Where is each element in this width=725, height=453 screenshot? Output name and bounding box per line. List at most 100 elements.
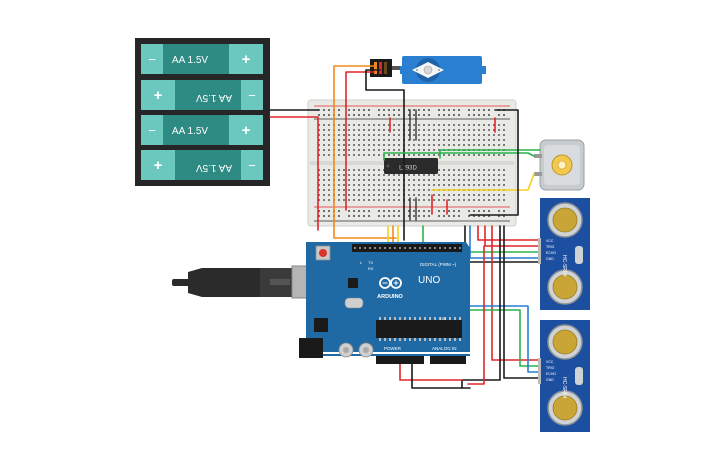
hole — [468, 210, 470, 212]
hole — [318, 184, 320, 186]
hole — [488, 114, 490, 116]
hole — [453, 194, 455, 196]
wire-servo-ground — [365, 69, 405, 241]
hole — [488, 215, 490, 217]
hole — [323, 134, 325, 136]
digital-header-pins — [354, 247, 461, 249]
hole — [363, 194, 365, 196]
hole — [348, 149, 350, 151]
hole — [439, 247, 441, 249]
battery-cell-3: − AA 1.5V + — [141, 115, 263, 145]
hole — [393, 154, 395, 156]
hole — [458, 199, 460, 201]
hole — [488, 179, 490, 181]
hole — [373, 174, 375, 176]
hole — [408, 134, 410, 136]
hole — [343, 149, 345, 151]
hole — [353, 134, 355, 136]
hole — [328, 129, 330, 131]
hole — [388, 109, 390, 111]
hole — [463, 139, 465, 141]
hole — [398, 194, 400, 196]
hole — [393, 139, 395, 141]
hole — [368, 174, 370, 176]
hole — [383, 179, 385, 181]
hole — [388, 199, 390, 201]
hole — [363, 109, 365, 111]
hole — [443, 114, 445, 116]
hole — [413, 134, 415, 136]
hole — [393, 199, 395, 201]
hole — [378, 184, 380, 186]
hole — [434, 317, 436, 320]
hole — [443, 194, 445, 196]
hole — [378, 215, 380, 217]
hole — [493, 144, 495, 146]
hole — [368, 179, 370, 181]
hole — [368, 184, 370, 186]
l-label: L — [360, 260, 363, 265]
hole — [458, 134, 460, 136]
hole — [358, 184, 360, 186]
hole — [473, 144, 475, 146]
hole — [438, 210, 440, 212]
hole — [373, 154, 375, 156]
hole — [473, 169, 475, 171]
hole — [503, 174, 505, 176]
hole — [493, 179, 495, 181]
hole — [353, 129, 355, 131]
hole — [498, 144, 500, 146]
hole — [394, 317, 396, 320]
hole — [338, 129, 340, 131]
hole — [443, 154, 445, 156]
hole — [483, 134, 485, 136]
sensor-pin-gnd: GND — [546, 257, 554, 261]
hole — [373, 194, 375, 196]
hole — [428, 114, 430, 116]
hole — [428, 109, 430, 111]
hole — [459, 317, 461, 320]
hole — [404, 317, 406, 320]
hole — [378, 174, 380, 176]
hole — [408, 109, 410, 111]
hole — [323, 179, 325, 181]
hole — [318, 144, 320, 146]
hole — [468, 199, 470, 201]
hole — [353, 174, 355, 176]
hole — [328, 179, 330, 181]
hole — [378, 199, 380, 201]
sensor-pin-echo: ECHO — [546, 251, 556, 255]
hole — [434, 247, 436, 249]
hole — [448, 139, 450, 141]
hole — [348, 210, 350, 212]
hole — [448, 154, 450, 156]
hole — [318, 109, 320, 111]
hole — [454, 338, 456, 341]
hole — [498, 199, 500, 201]
hole — [438, 139, 440, 141]
hole — [473, 154, 475, 156]
hole — [433, 134, 435, 136]
hole — [458, 215, 460, 217]
hole — [318, 154, 320, 156]
hole — [353, 210, 355, 212]
hole — [384, 317, 386, 320]
hole — [413, 149, 415, 151]
hole — [473, 210, 475, 212]
hole — [388, 174, 390, 176]
power-label: POWER — [384, 346, 402, 351]
hole — [428, 154, 430, 156]
hole — [493, 129, 495, 131]
hole — [394, 338, 396, 341]
hole — [413, 109, 415, 111]
hole — [328, 134, 330, 136]
hole — [453, 144, 455, 146]
battery-pack: − AA 1.5V + + AA 1.5V − − AA 1.5V + + — [135, 38, 270, 186]
hole — [428, 199, 430, 201]
arduino-model: UNO — [418, 275, 440, 286]
hole — [389, 247, 391, 249]
hole — [488, 194, 490, 196]
hole — [423, 124, 425, 126]
hole — [353, 144, 355, 146]
